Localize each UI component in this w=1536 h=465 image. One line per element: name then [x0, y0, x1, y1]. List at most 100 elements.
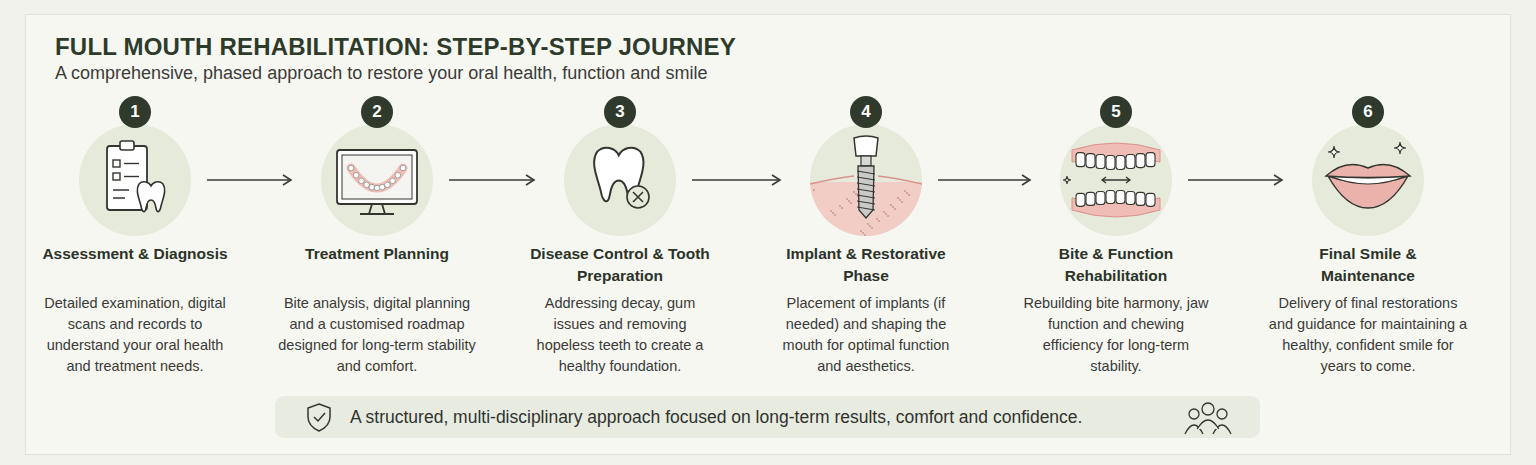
crown — [854, 136, 878, 156]
people-icon — [1180, 396, 1236, 438]
step-column: Implant & Restorative PhasePlacement of … — [746, 96, 986, 396]
bone-dot — [853, 191, 855, 193]
step-title: Final Smile & Maintenance — [1278, 243, 1458, 287]
step-column: Final Smile & MaintenanceDelivery of fin… — [1248, 96, 1488, 396]
upper-tooth — [1146, 153, 1155, 167]
bone-dot — [830, 210, 832, 212]
step-description: Rebuilding bite harmony, jaw function an… — [1021, 293, 1211, 377]
step-description: Placement of implants (if needed) and sh… — [771, 293, 961, 377]
bone-dot — [915, 233, 917, 235]
screw-thread — [857, 207, 875, 210]
step-title: Implant & Restorative Phase — [776, 243, 956, 287]
bone-dot — [871, 227, 873, 229]
bone-dot — [864, 234, 866, 236]
step-icon — [1312, 124, 1424, 236]
screw-thread — [857, 195, 875, 198]
bone-dot — [899, 199, 901, 201]
upper-tooth — [1116, 156, 1125, 170]
icon-circle — [564, 124, 676, 236]
step-number: 2 — [361, 96, 393, 128]
step-icon — [810, 124, 922, 236]
arch-tooth — [400, 165, 406, 171]
upper-tooth — [1086, 154, 1095, 168]
upper-lip — [1326, 164, 1410, 177]
step-column: Assessment & DiagnosisDetailed examinati… — [15, 96, 255, 396]
text-line — [113, 190, 129, 198]
lower-tooth — [1146, 193, 1155, 206]
step-title: Bite & Function Rehabilitation — [1026, 243, 1206, 287]
bone-dot — [885, 213, 887, 215]
arch-tooth — [359, 178, 365, 184]
screw-thread — [857, 183, 875, 186]
step-title: Disease Control & Tooth Preparation — [530, 243, 710, 287]
arch-tooth — [390, 178, 396, 184]
shield — [308, 404, 330, 431]
screen — [342, 155, 412, 199]
upper-tooth — [1106, 156, 1115, 170]
step-description: Bite analysis, digital planning and a cu… — [277, 293, 477, 377]
step-number: 1 — [119, 96, 151, 128]
arch-tooth — [369, 184, 375, 190]
bone-dot — [906, 192, 908, 194]
step-number: 3 — [604, 96, 636, 128]
bone-dot — [897, 197, 899, 199]
sparkle — [1328, 146, 1340, 158]
bone-dot — [878, 220, 880, 222]
arch-tooth — [374, 185, 380, 191]
person-head — [1202, 403, 1214, 415]
bone-dot — [894, 208, 896, 210]
step-description: Detailed examination, digital scans and … — [35, 293, 235, 377]
sparkle — [1063, 176, 1071, 184]
flow-arrow — [1188, 179, 1282, 180]
arch-tooth — [348, 165, 354, 171]
icon-circle — [1060, 124, 1172, 236]
lower-tooth — [1096, 191, 1105, 204]
step-icon — [321, 124, 433, 236]
arch-tooth — [379, 184, 385, 190]
summary-banner: A structured, multi-disciplinary approac… — [275, 396, 1260, 438]
step-column: Bite & Function RehabilitationRebuilding… — [996, 96, 1236, 396]
upper-tooth — [1126, 155, 1135, 169]
icon-drawing — [810, 136, 922, 236]
remove-cross — [633, 192, 643, 202]
lower-tooth — [1076, 193, 1085, 206]
step-column: Treatment PlanningBite analysis, digital… — [257, 96, 497, 396]
bone-dot — [850, 202, 852, 204]
monitor-stand — [360, 204, 394, 214]
lower-lip — [1328, 176, 1408, 208]
step-title: Treatment Planning — [277, 243, 477, 265]
bone-dot — [908, 194, 910, 196]
screw-thread — [857, 177, 875, 180]
icon-circle — [321, 124, 433, 236]
lower-tooth — [1116, 190, 1125, 203]
step-number: 5 — [1100, 96, 1132, 128]
arch-tooth — [395, 172, 401, 178]
icon-circle — [1312, 124, 1424, 236]
step-icon — [564, 124, 676, 236]
person-head — [1189, 409, 1199, 419]
monitor — [337, 150, 417, 204]
bone-dot — [913, 231, 915, 233]
icon-drawing — [1326, 142, 1410, 208]
bone-dot — [855, 193, 857, 195]
flow-arrow — [938, 179, 1030, 180]
step-column: Disease Control & Tooth PreparationAddre… — [500, 96, 740, 396]
icon-circle — [79, 124, 191, 236]
diagram-title: FULL MOUTH REHABILITATION: STEP-BY-STEP … — [55, 33, 736, 61]
lower-tooth — [1086, 192, 1095, 205]
banner-text: A structured, multi-disciplinary approac… — [350, 396, 1082, 438]
bite-arrow — [1102, 177, 1130, 183]
text-line — [124, 163, 139, 164]
bone-dot — [832, 212, 834, 214]
check-box — [113, 173, 120, 180]
gum — [810, 182, 922, 236]
lower-tooth — [1136, 192, 1145, 205]
bone-dot — [820, 228, 822, 230]
step-title: Assessment & Diagnosis — [25, 243, 245, 265]
flow-arrow — [207, 179, 291, 180]
shield-icon — [303, 396, 335, 438]
arch-tooth — [364, 182, 370, 188]
bone-dot — [841, 207, 843, 209]
arch-tooth — [385, 182, 391, 188]
